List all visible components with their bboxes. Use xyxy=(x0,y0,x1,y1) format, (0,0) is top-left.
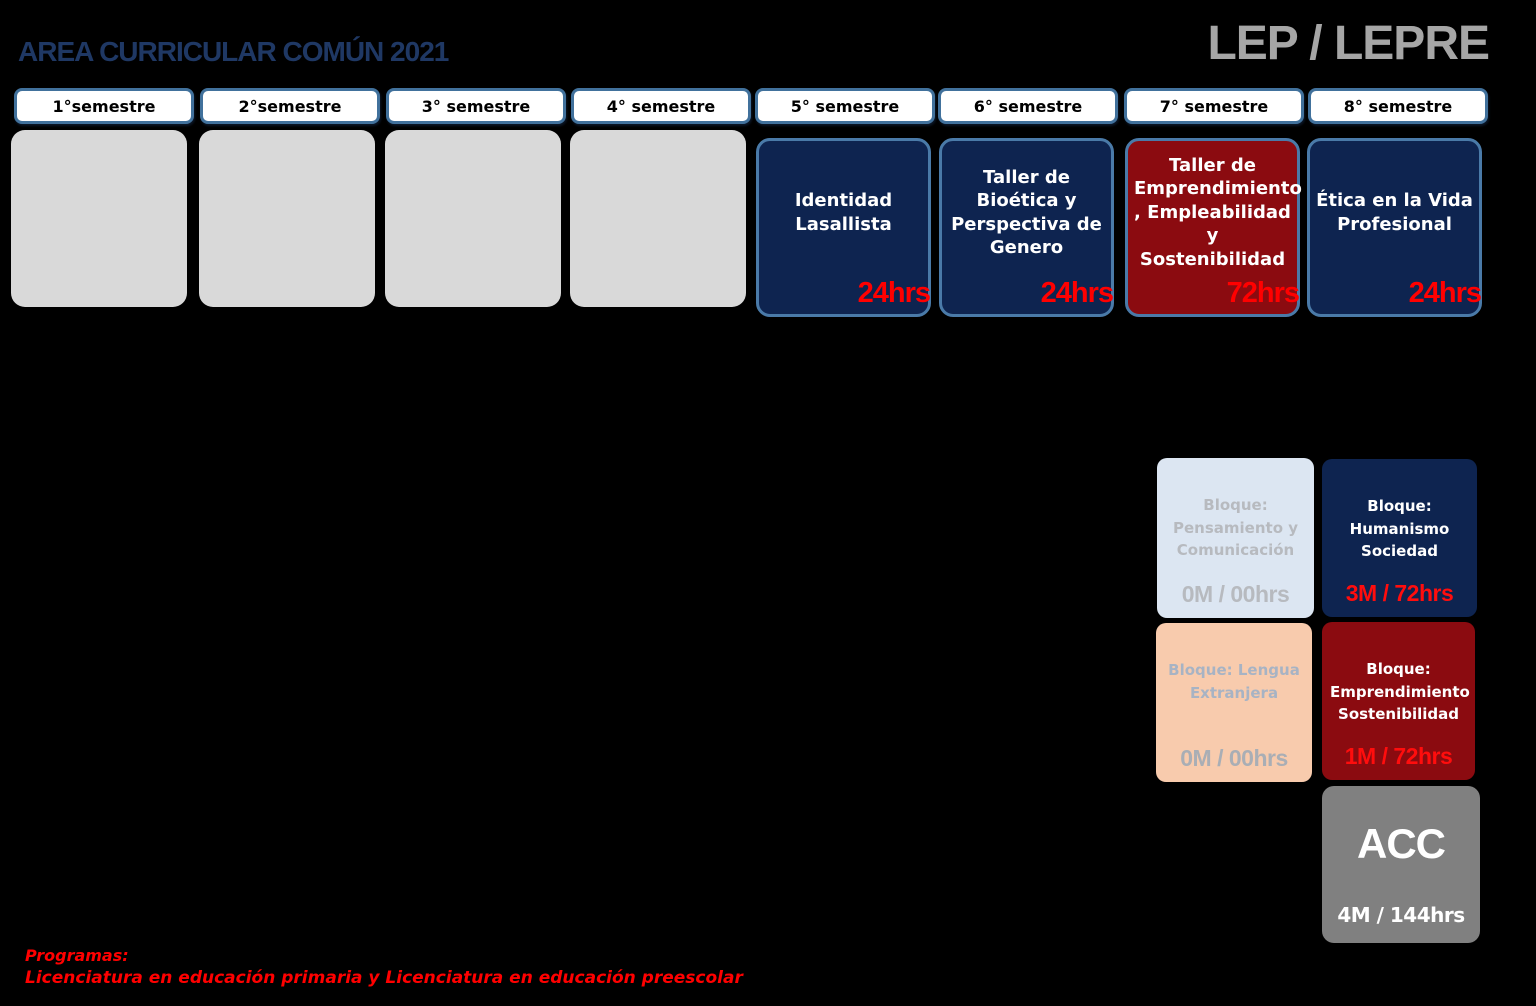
course-card-identidad-lasallista: Identidad Lasallista 24hrs xyxy=(756,138,931,317)
course-title: Ética en la Vida Profesional xyxy=(1316,190,1473,235)
empty-course-box-semester-2 xyxy=(199,130,375,307)
course-title: Identidad Lasallista xyxy=(794,190,893,235)
legend-title: Bloque: Pensamiento y Comunicación xyxy=(1173,496,1298,559)
program-abbreviation: LEP / LEPRE xyxy=(1207,17,1490,70)
legend-card-pensamiento-comunicacion: Bloque: Pensamiento y Comunicación 0M / … xyxy=(1157,458,1314,618)
legend-card-humanismo-sociedad: Bloque: Humanismo Sociedad 3M / 72hrs xyxy=(1322,459,1477,617)
legend-hours: 0M / 00hrs xyxy=(1180,745,1288,771)
legend-hours: 1M / 72hrs xyxy=(1344,743,1453,769)
course-title: Taller de Bioética y Perspectiva de Gene… xyxy=(951,166,1102,258)
acc-total-card: ACC 4M / 144hrs xyxy=(1322,786,1480,943)
acc-label: ACC xyxy=(1357,820,1446,867)
semester-header-7: 7° semestre xyxy=(1124,88,1304,124)
semester-header-3: 3° semestre xyxy=(386,88,566,124)
semester-header-6: 6° semestre xyxy=(938,88,1118,124)
semester-header-5: 5° semestre xyxy=(755,88,935,124)
programs-note-heading: Programas: xyxy=(25,946,129,965)
acc-hours: 4M / 144hrs xyxy=(1337,903,1465,927)
course-hours: 72hrs xyxy=(1226,277,1300,309)
semester-header-1: 1°semestre xyxy=(14,88,194,124)
legend-title: Bloque: Emprendimiento Sostenibilidad xyxy=(1330,660,1470,723)
legend-card-lengua-extranjera: Bloque: Lengua Extranjera 0M / 00hrs xyxy=(1156,623,1312,782)
course-hours: 24hrs xyxy=(1040,277,1114,309)
semester-header-4: 4° semestre xyxy=(571,88,751,124)
empty-course-box-semester-4 xyxy=(570,130,746,307)
legend-hours: 3M / 72hrs xyxy=(1345,580,1454,606)
course-hours: 24hrs xyxy=(1408,277,1482,309)
course-title: Taller de Emprendimiento , Empleabilidad… xyxy=(1134,155,1302,270)
empty-course-box-semester-3 xyxy=(385,130,561,307)
legend-title: Bloque: Lengua Extranjera xyxy=(1168,661,1300,702)
course-hours: 24hrs xyxy=(857,277,931,309)
semester-header-8: 8° semestre xyxy=(1308,88,1488,124)
legend-card-emprendimiento-sostenibilidad: Bloque: Emprendimiento Sostenibilidad 1M… xyxy=(1322,622,1475,780)
page-title: AREA CURRICULAR COMÚN 2021 xyxy=(18,36,449,67)
course-card-taller-emprendimiento: Taller de Emprendimiento , Empleabilidad… xyxy=(1125,138,1302,317)
legend-hours: 0M / 00hrs xyxy=(1181,581,1290,607)
course-card-taller-bioetica: Taller de Bioética y Perspectiva de Gene… xyxy=(939,138,1114,317)
course-card-etica-vida-profesional: Ética en la Vida Profesional 24hrs xyxy=(1307,138,1482,317)
programs-note-text: Licenciatura en educación primaria y Lic… xyxy=(25,968,743,988)
legend-title: Bloque: Humanismo Sociedad xyxy=(1349,497,1450,560)
empty-course-box-semester-1 xyxy=(11,130,187,307)
semester-header-2: 2°semestre xyxy=(200,88,380,124)
